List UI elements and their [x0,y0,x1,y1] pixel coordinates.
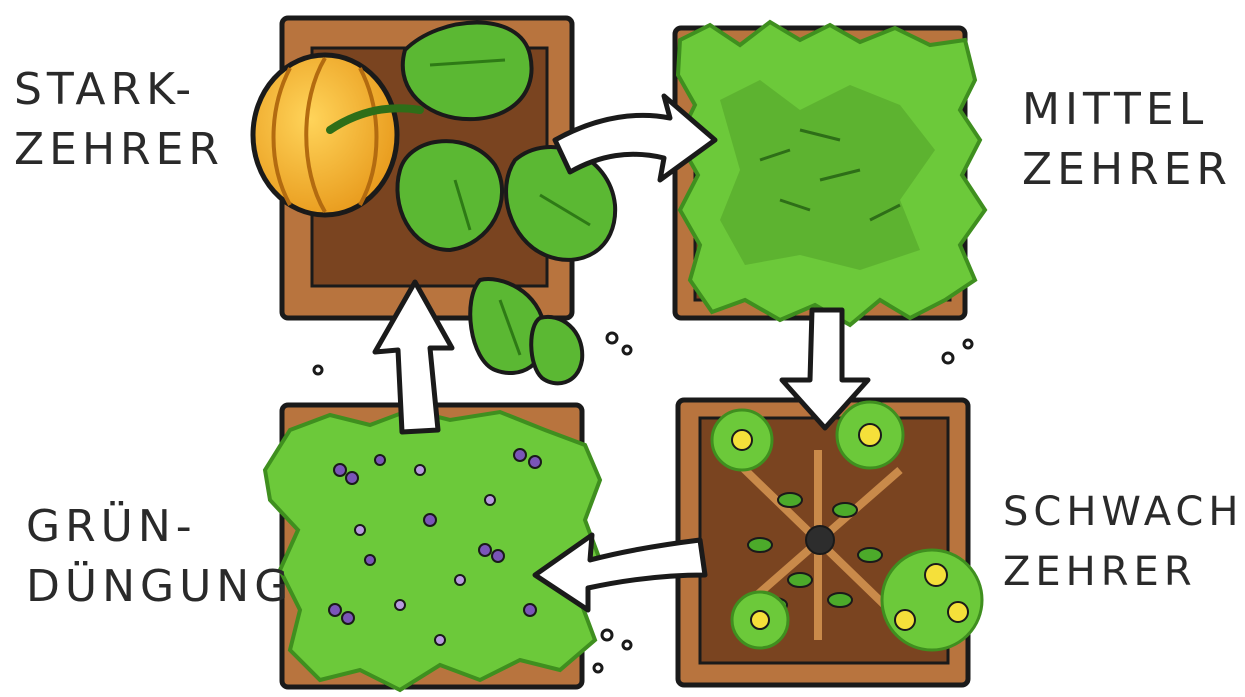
label-starkzehrer-line2: ZEHRER [14,120,224,180]
label-starkzehrer-line1: STARK- [14,60,224,120]
label-gruenduengung: GRÜN- DÜNGUNG [26,497,293,617]
label-mittelzehrer: MITTEL ZEHRER [1022,80,1232,200]
label-mittelzehrer-line2: ZEHRER [1022,140,1232,200]
label-schwachzehrer: SCHWACH- ZEHRER [1003,482,1245,602]
green-manure-mass-icon [265,410,600,690]
label-gruenduengung-line1: GRÜN- [26,497,293,557]
bed-gruenduengung [265,366,631,690]
label-schwachzehrer-line1: SCHWACH- [1003,482,1245,542]
label-schwachzehrer-line2: ZEHRER [1003,542,1245,602]
bed-schwachzehrer [678,400,982,685]
label-gruenduengung-line2: DÜNGUNG [26,557,293,617]
label-mittelzehrer-line1: MITTEL [1022,80,1232,140]
label-starkzehrer: STARK- ZEHRER [14,60,224,180]
